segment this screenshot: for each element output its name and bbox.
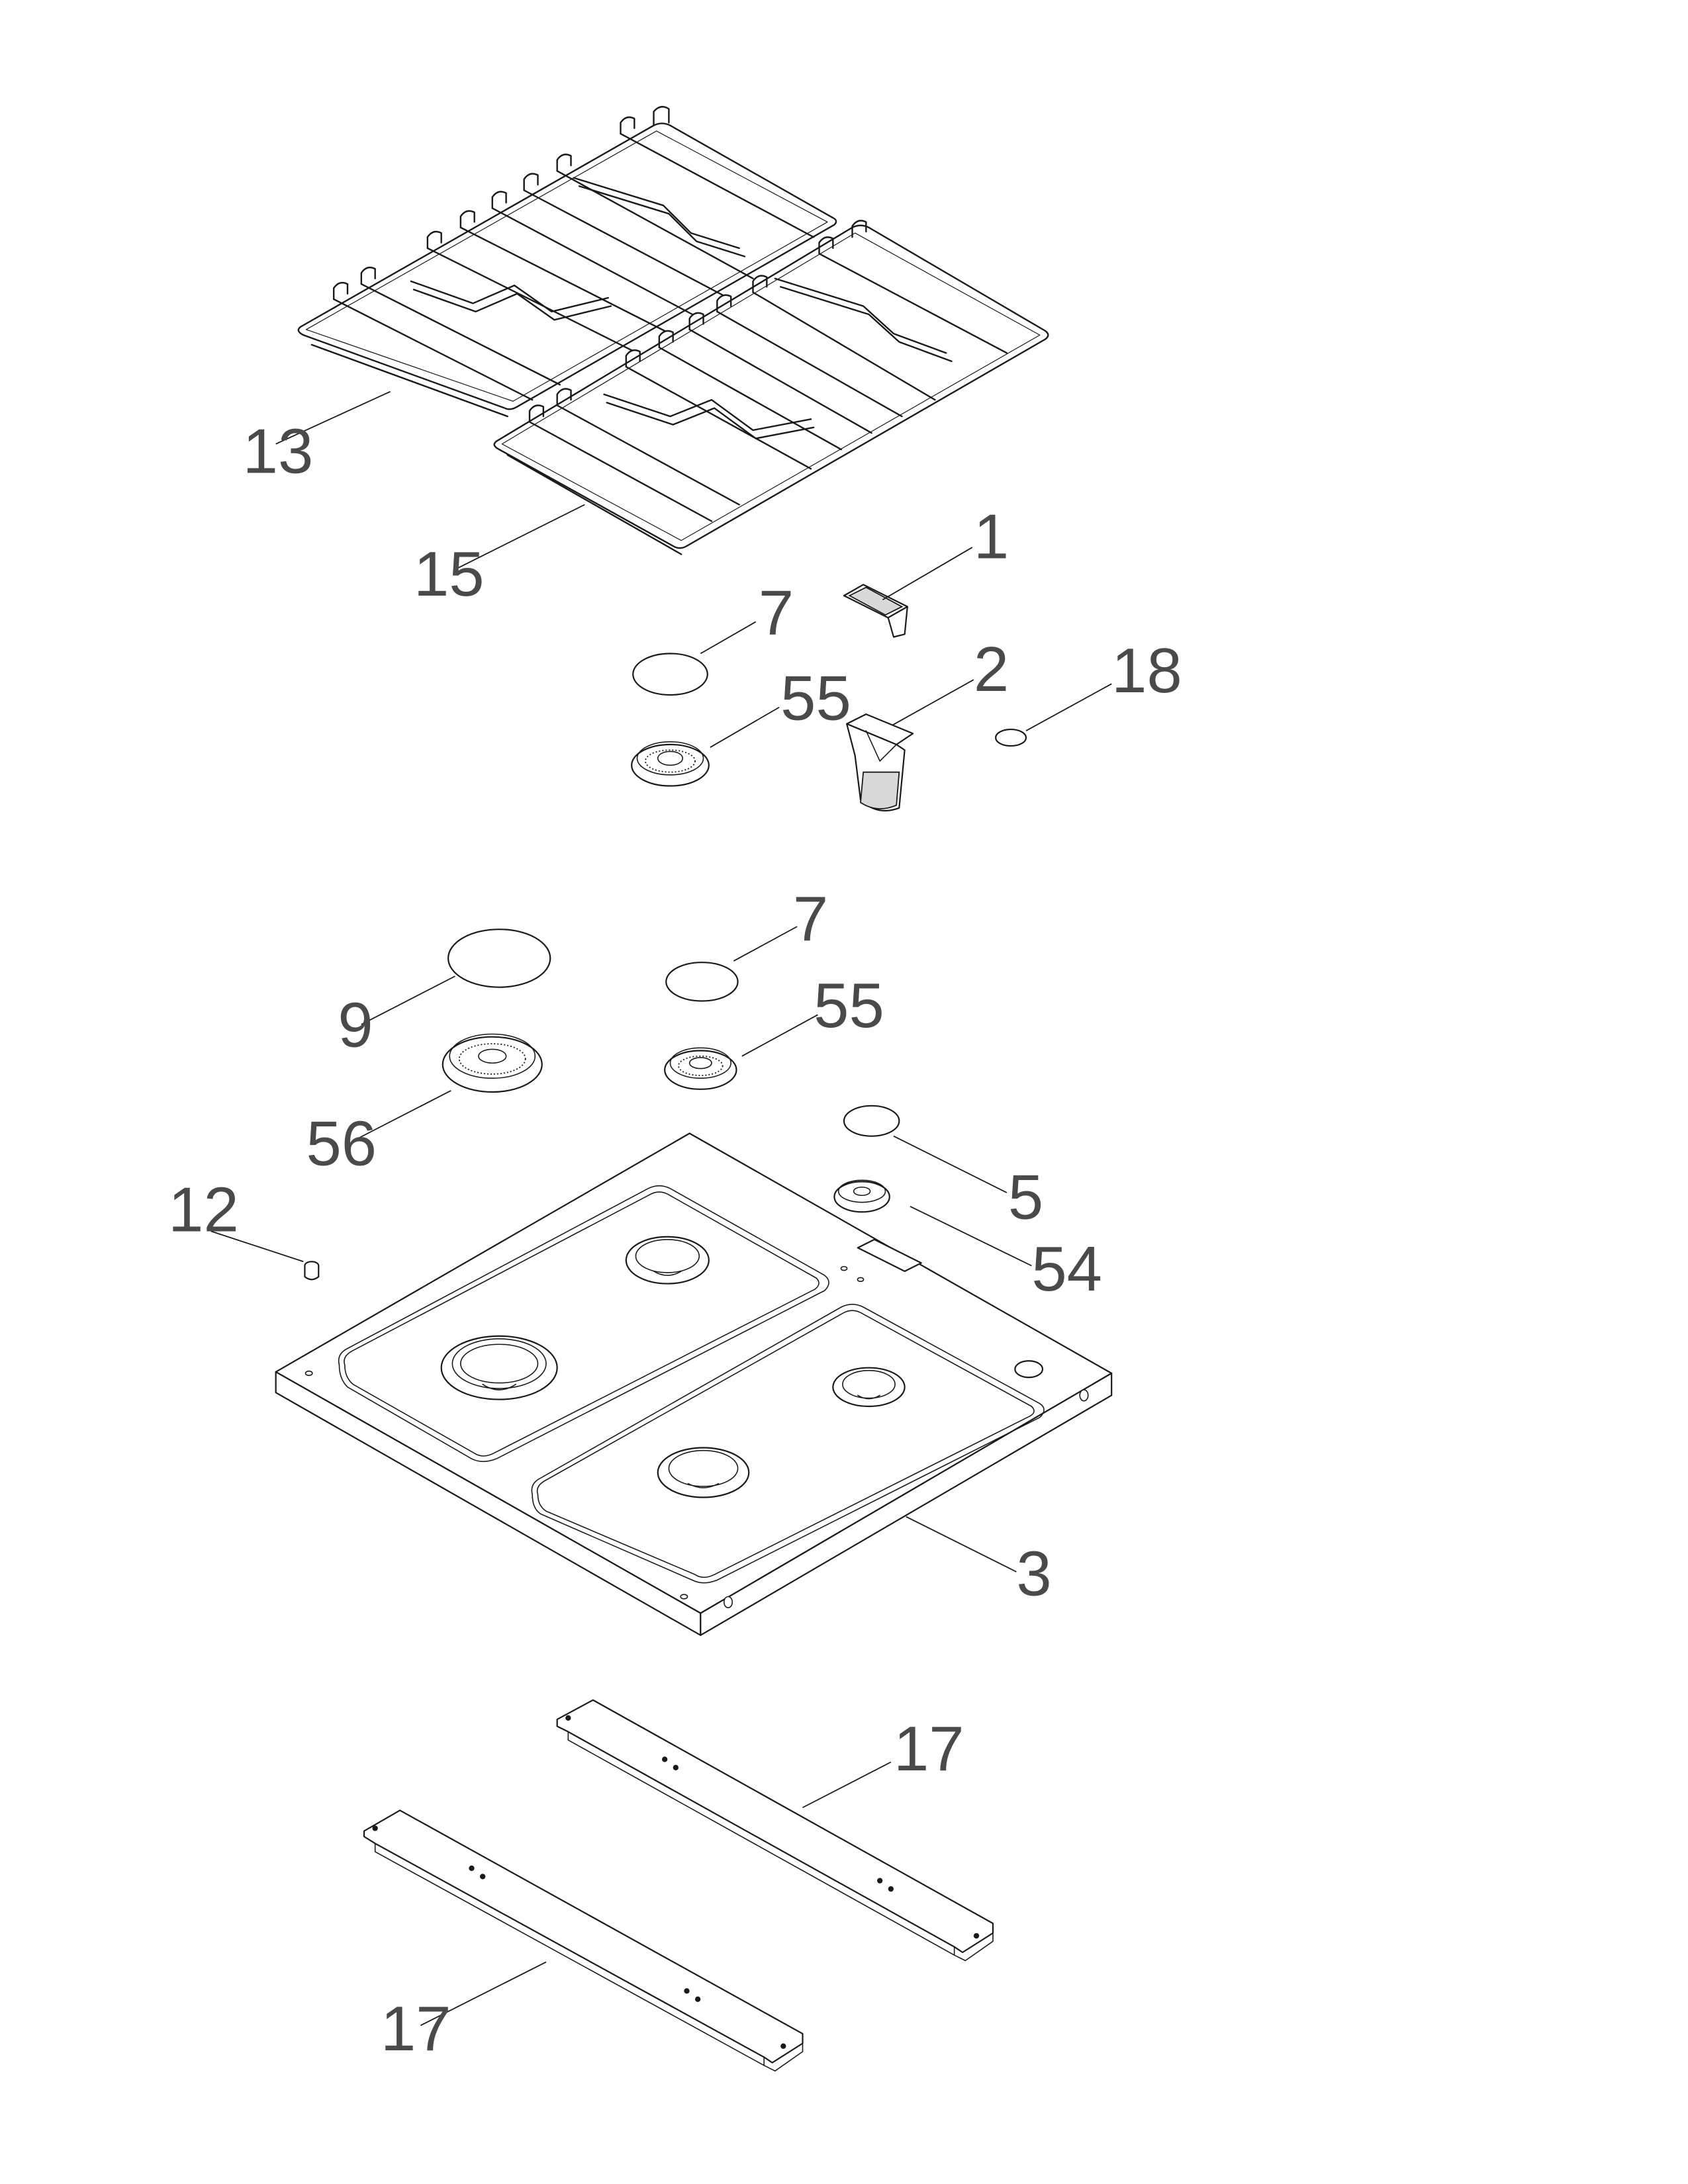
callout-7-upper: 7: [759, 577, 794, 648]
burner-cap-7-upper: [633, 654, 708, 696]
callout-55-upper: 55: [780, 663, 851, 734]
burner-cap-9: [448, 929, 550, 987]
callout-9: 9: [338, 989, 373, 1060]
rail-part-17-upper: [557, 1700, 993, 1961]
leader-lines: [211, 392, 1111, 2026]
callout-54: 54: [1031, 1234, 1102, 1304]
callout-15: 15: [414, 539, 485, 610]
callout-13: 13: [243, 416, 314, 487]
cooktop-part-3: [276, 1134, 1112, 1635]
callout-1: 1: [974, 502, 1009, 572]
part-2-housing: [847, 714, 913, 811]
part-1-bracket: [844, 584, 908, 637]
burner-head-56: [443, 1034, 542, 1093]
rail-part-17-lower: [364, 1810, 803, 2071]
burner-head-55-upper: [632, 742, 709, 786]
callout-55-middle: 55: [814, 970, 884, 1041]
callout-5: 5: [1008, 1162, 1043, 1233]
grate-part-15: [494, 220, 1049, 554]
callout-7-middle: 7: [793, 884, 828, 954]
grate-part-13: [299, 107, 836, 416]
burner-cap-7-middle: [666, 962, 737, 1001]
callout-17-upper: 17: [894, 1713, 964, 1784]
callout-labels: 13 15 1 7 2 18 55 7 9 55 56 5 12 54 3 17…: [168, 416, 1182, 2064]
callout-3: 3: [1016, 1538, 1051, 1609]
callout-2: 2: [974, 634, 1009, 705]
part-12-screw: [305, 1261, 318, 1279]
part-18-cap: [996, 729, 1026, 746]
burner-head-55-middle: [665, 1048, 736, 1089]
callout-17-lower: 17: [381, 1993, 451, 2064]
callout-56: 56: [306, 1108, 377, 1179]
callout-18: 18: [1111, 635, 1182, 706]
callout-12: 12: [168, 1174, 239, 1245]
burner-cap-5: [844, 1106, 899, 1136]
burner-head-54: [834, 1180, 889, 1212]
